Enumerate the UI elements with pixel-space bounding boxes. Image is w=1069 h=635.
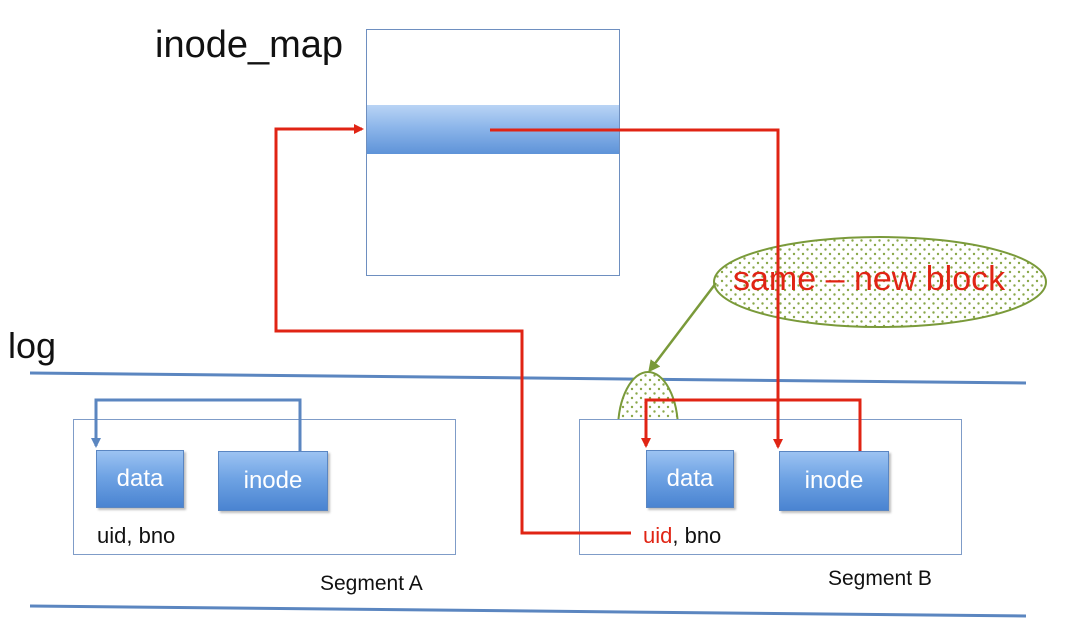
- segment-b-inode-label: inode: [804, 467, 864, 494]
- segment-b-data-label: data: [666, 465, 714, 492]
- callout-pointer-arrow: [648, 282, 717, 373]
- log-bottom-line: [29, 604, 1027, 618]
- segment-b-inode-block: inode: [779, 451, 889, 511]
- log-label: log: [8, 325, 57, 366]
- segment-b-uid: uid: [643, 523, 673, 548]
- log-top-line: [29, 371, 1027, 385]
- inode-map-entry: [367, 105, 619, 154]
- segment-b-data-block: data: [646, 450, 734, 508]
- segment-a-meta: uid, bno: [97, 523, 175, 549]
- segment-b-meta: uid, bno: [643, 523, 721, 549]
- segment-b-label: Segment B: [828, 567, 932, 590]
- callout-text: same – new block: [733, 260, 1006, 298]
- segment-a-label: Segment A: [320, 572, 423, 595]
- segment-a-bno: , bno: [126, 523, 176, 548]
- segment-a-uid: uid: [97, 523, 127, 548]
- segment-a-inode-label: inode: [243, 467, 303, 494]
- segment-a-data-label: data: [116, 465, 164, 492]
- inode-map-title: inode_map: [155, 24, 344, 66]
- segment-a-data-block: data: [96, 450, 184, 508]
- segment-b-bno: , bno: [672, 523, 722, 548]
- segment-a-inode-block: inode: [218, 451, 328, 511]
- segment-b-box: [579, 419, 962, 555]
